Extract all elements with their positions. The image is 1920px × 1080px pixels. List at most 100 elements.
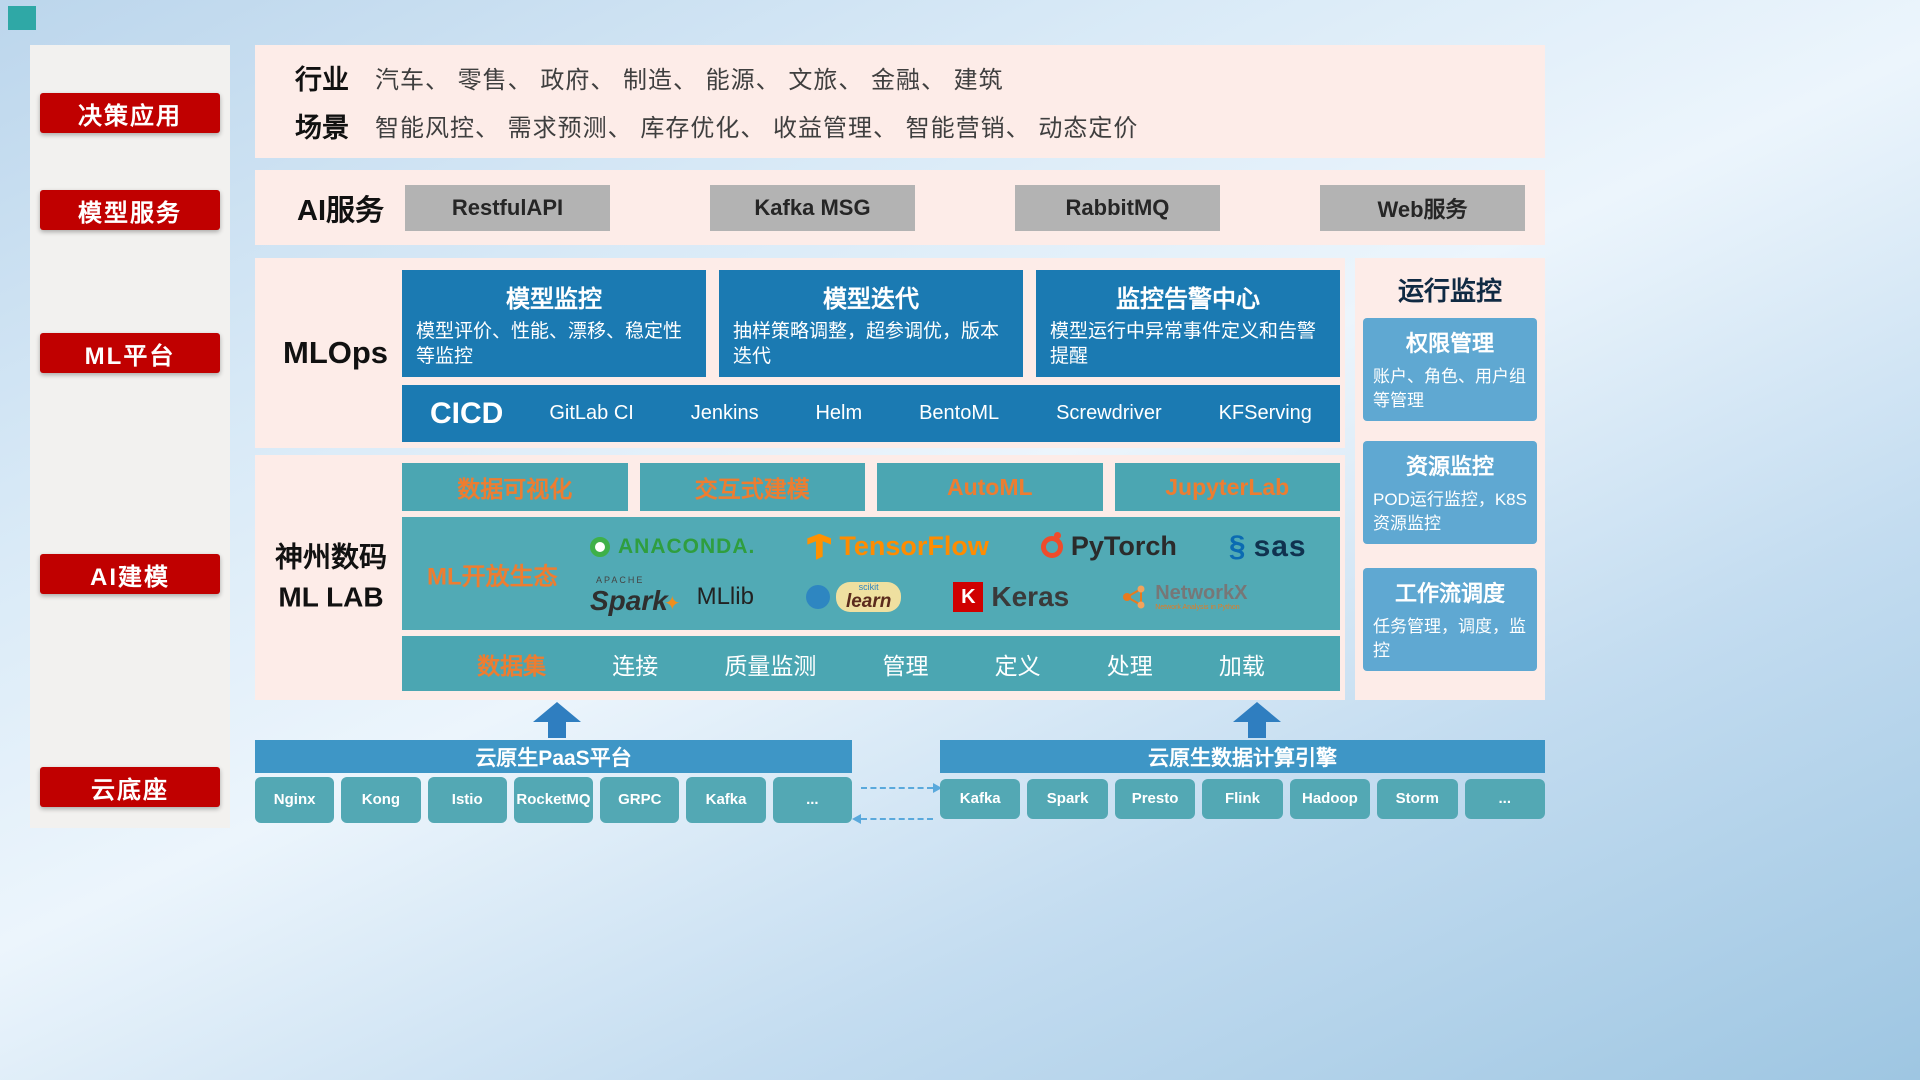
- mlops-cards: 模型监控 模型评价、性能、漂移、稳定性等监控 模型迭代 抽样策略调整，超参调优，…: [402, 270, 1340, 377]
- scikit-learn-logo: scikit learn: [805, 582, 902, 613]
- dataset-define: 定义: [994, 652, 1041, 679]
- istio-chip[interactable]: Istio: [427, 777, 507, 823]
- anaconda-icon: [590, 536, 610, 557]
- card-desc: 模型运行中异常事件定义和告警提醒: [1050, 321, 1317, 367]
- pytorch-label: PyTorch: [1070, 531, 1177, 562]
- data-engine-bar: 云原生数据计算引擎: [940, 740, 1545, 773]
- automl-button[interactable]: AutoML: [877, 463, 1103, 511]
- dataset-bar: 数据集 连接 质量监测 管理 定义 处理 加载: [402, 636, 1340, 691]
- mllab-panel: 神州数码 ML LAB 数据可视化 交互式建模 AutoML JupyterLa…: [255, 455, 1345, 700]
- hadoop-chip[interactable]: Hadoop: [1289, 779, 1371, 819]
- card-desc: 任务管理，调度，监控: [1373, 617, 1526, 660]
- run-monitoring-panel: 运行监控 权限管理 账户、角色、用户组等管理 资源监控 POD运行监控，K8S资…: [1355, 258, 1545, 700]
- card-desc: 抽样策略调整，超参调优，版本迭代: [733, 321, 1000, 367]
- paas-chips: Nginx Kong Istio RocketMQ GRPC Kafka ...: [255, 777, 852, 823]
- cicd-label: CICD: [430, 396, 504, 430]
- rocketmq-chip[interactable]: RocketMQ: [513, 777, 594, 823]
- industry-label: 行业: [295, 64, 349, 95]
- keras-label: Keras: [991, 581, 1070, 613]
- networkx-label: NetworkX: [1155, 582, 1248, 605]
- logo-rows: ANACONDA. TensorFlow PyTorch § sas: [590, 517, 1334, 630]
- sidebar-item-model-services[interactable]: 模型服务: [40, 190, 220, 230]
- resource-monitoring-card: 资源监控 POD运行监控，K8S资源监控: [1363, 441, 1537, 544]
- presto-chip[interactable]: Presto: [1114, 779, 1196, 819]
- kfserving-item: KFServing: [1218, 402, 1312, 424]
- dashed-arrow-right: [861, 783, 942, 793]
- sas-icon: §: [1228, 529, 1246, 563]
- industry-scene-panel: 行业 汽车、 零售、 政府、 制造、 能源、 文旅、 金融、 建筑 场景 智能风…: [255, 45, 1545, 158]
- card-title: 模型迭代: [823, 286, 919, 313]
- more-chip[interactable]: ...: [772, 777, 852, 823]
- web-service-button[interactable]: Web服务: [1320, 184, 1525, 231]
- dataset-quality: 质量监测: [724, 652, 817, 679]
- apache-label: APACHE: [596, 575, 645, 586]
- card-title: 模型监控: [506, 286, 602, 313]
- dataset-process: 处理: [1106, 652, 1153, 679]
- sidebar-item-decision-apps[interactable]: 决策应用: [40, 93, 220, 133]
- spark-mllib-logo: APACHE Spark✦ MLlib: [590, 575, 754, 617]
- up-arrow-left: [533, 702, 581, 738]
- networkx-logo: NetworkX Network Analysis in Python: [1121, 583, 1247, 611]
- kafka-chip[interactable]: Kafka: [686, 777, 766, 823]
- logo-row-1: ANACONDA. TensorFlow PyTorch § sas: [590, 530, 1334, 564]
- permission-management-card: 权限管理 账户、角色、用户组等管理: [1363, 318, 1537, 421]
- industry-list: 汽车、 零售、 政府、 制造、 能源、 文旅、 金融、 建筑: [375, 66, 1004, 94]
- nginx-chip[interactable]: Nginx: [255, 777, 335, 823]
- spark-chip[interactable]: Spark: [1027, 779, 1108, 819]
- scene-list: 智能风控、 需求预测、 库存优化、 收益管理、 智能营销、 动态定价: [375, 115, 1139, 143]
- cicd-items: GitLab CI Jenkins Helm BentoML Screwdriv…: [549, 402, 1312, 425]
- sidebar-item-ml-platform[interactable]: ML平台: [40, 333, 220, 373]
- corner-accent: [8, 6, 36, 30]
- kong-chip[interactable]: Kong: [341, 777, 421, 823]
- data-engine-title: 云原生数据计算引擎: [1148, 746, 1337, 770]
- kafka-msg-button[interactable]: Kafka MSG: [710, 184, 915, 231]
- keras-logo: K Keras: [953, 581, 1069, 613]
- industry-row: 行业 汽车、 零售、 政府、 制造、 能源、 文旅、 金融、 建筑: [255, 58, 1545, 97]
- arrow-stem: [548, 722, 566, 738]
- scikit-learn-icon: [805, 585, 830, 610]
- anaconda-logo: ANACONDA.: [590, 535, 755, 559]
- jupyterlab-button[interactable]: JupyterLab: [1114, 463, 1340, 511]
- alert-center-card: 监控告警中心 模型运行中异常事件定义和告警提醒: [1036, 270, 1340, 377]
- sidebar-item-ai-modeling[interactable]: AI建模: [40, 554, 220, 594]
- card-title: 权限管理: [1405, 331, 1494, 356]
- scikit-label: scikit: [858, 582, 879, 593]
- mllib-label: MLlib: [696, 583, 754, 611]
- spark-star-icon: ✦: [663, 593, 681, 616]
- more-chip[interactable]: ...: [1464, 779, 1545, 819]
- card-desc: 账户、角色、用户组等管理: [1373, 367, 1526, 410]
- ai-service-panel: AI服务 RestfulAPI Kafka MSG RabbitMQ Web服务: [255, 170, 1545, 245]
- sidebar-item-cloud-base[interactable]: 云底座: [40, 767, 220, 807]
- card-desc: POD运行监控，K8S资源监控: [1373, 490, 1527, 533]
- ai-service-label: AI服务: [297, 194, 385, 227]
- storm-chip[interactable]: Storm: [1377, 779, 1458, 819]
- mllab-title-line1: 神州数码: [274, 540, 387, 572]
- card-title: 监控告警中心: [1116, 286, 1260, 313]
- paas-platform-title: 云原生PaaS平台: [475, 746, 632, 770]
- sas-logo: § sas: [1229, 530, 1307, 564]
- pytorch-logo: PyTorch: [1040, 531, 1177, 562]
- screwdriver-item: Screwdriver: [1056, 402, 1162, 424]
- restful-api-button[interactable]: RestfulAPI: [405, 184, 610, 231]
- helm-item: Helm: [815, 402, 863, 424]
- mlops-label: MLOps: [283, 335, 389, 370]
- tensorflow-logo: TensorFlow: [807, 531, 989, 562]
- networkx-icon: [1123, 585, 1145, 609]
- kafka-chip[interactable]: Kafka: [940, 779, 1021, 819]
- rabbitmq-button[interactable]: RabbitMQ: [1015, 184, 1220, 231]
- grpc-chip[interactable]: GRPC: [600, 777, 680, 823]
- dataset-load: 加载: [1218, 652, 1265, 679]
- card-title: 工作流调度: [1394, 581, 1505, 606]
- arrow-head: [533, 702, 581, 722]
- keras-icon: K: [953, 582, 984, 613]
- scikit-learn-badge: scikit learn: [835, 582, 902, 613]
- interactive-modeling-button[interactable]: 交互式建模: [639, 463, 865, 511]
- up-arrow-right: [1233, 702, 1281, 738]
- card-desc: 模型评价、性能、漂移、稳定性等监控: [416, 321, 683, 367]
- run-monitoring-title: 运行监控: [1397, 276, 1502, 306]
- cicd-bar: CICD GitLab CI Jenkins Helm BentoML Scre…: [402, 385, 1340, 442]
- learn-label: learn: [845, 591, 892, 613]
- flink-chip[interactable]: Flink: [1202, 779, 1283, 819]
- data-visualization-button[interactable]: 数据可视化: [402, 463, 628, 511]
